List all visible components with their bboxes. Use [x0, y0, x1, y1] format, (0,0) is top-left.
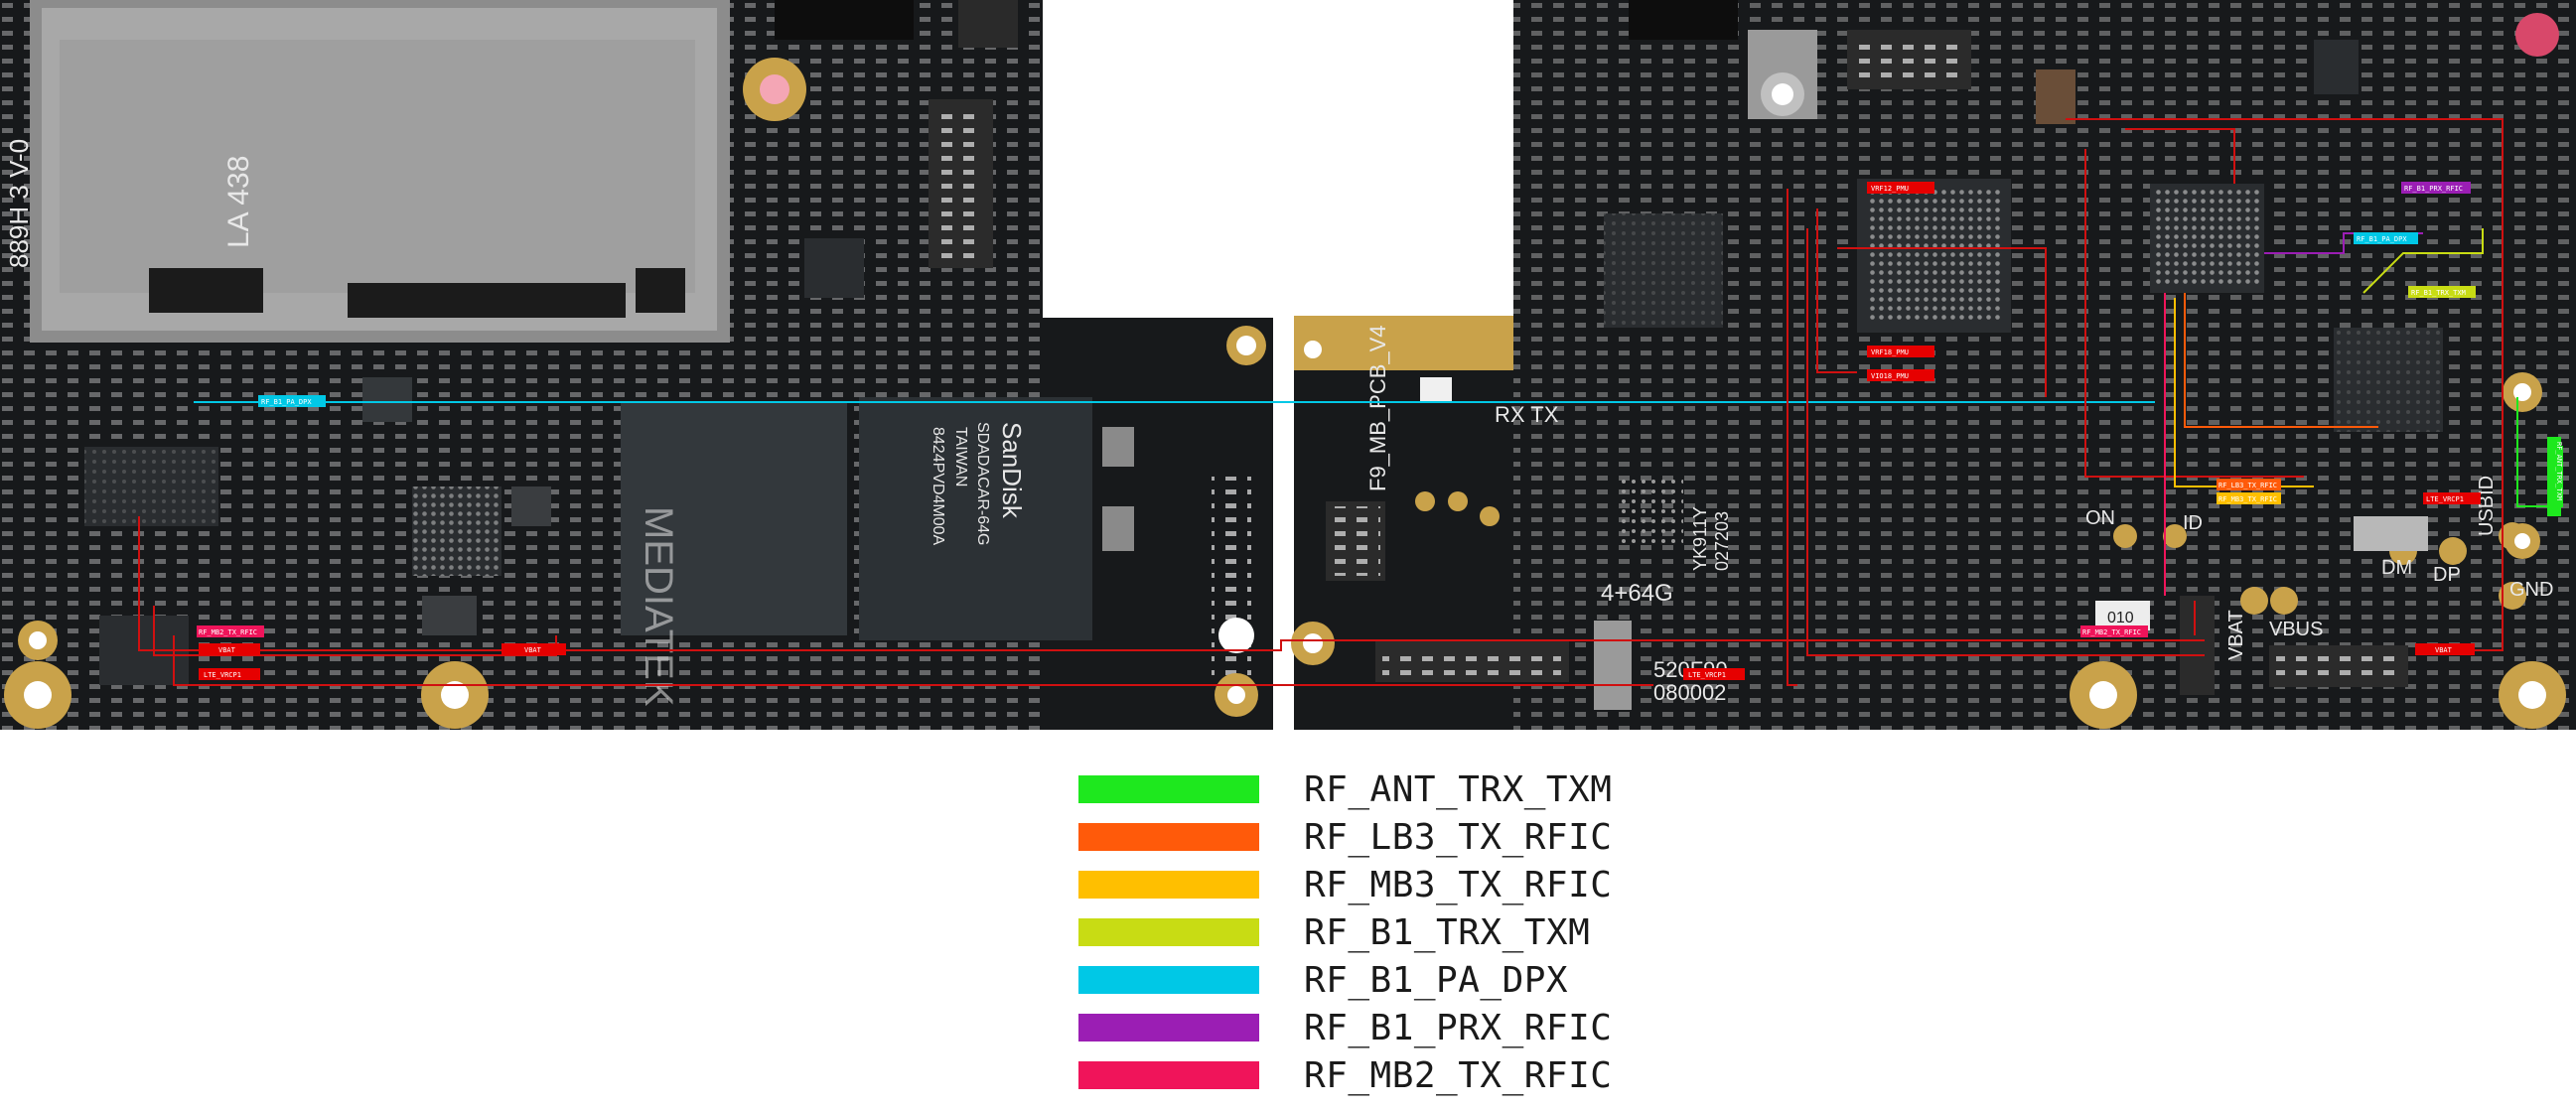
- silk-mem: 4+64G: [1601, 580, 1673, 607]
- tag-vbat-right: VBAT: [2435, 646, 2453, 654]
- legend-item: RF_B1_PA_DPX: [1078, 956, 1635, 1004]
- silk-mtk: MEDIATEK: [637, 506, 680, 707]
- tag-rf-mb2-tx-rfic-left: RF_MB2_TX_RFIC: [199, 628, 257, 636]
- legend-label: RF_MB3_TX_RFIC: [1304, 864, 1613, 905]
- tag-vbat-mid: VBAT: [524, 646, 542, 654]
- tag-rf-b1-pa-dpx-left: RF_B1_PA_DPX: [261, 398, 312, 406]
- silk-gnd: GND: [2509, 579, 2553, 601]
- tag-lte-vrcp1-mid: LTE_VRCP1: [1688, 671, 1726, 679]
- legend-item: RF_B1_TRX_TXM: [1078, 908, 1635, 956]
- sandisk-emmc: [859, 397, 1092, 640]
- silk-chip-brand: SanDisk: [997, 422, 1027, 519]
- legend-label: RF_B1_PRX_RFIC: [1304, 1007, 1613, 1048]
- legend-swatch: [1078, 918, 1259, 946]
- tag-rf-mb2-tx-rfic-right: RF_MB2_TX_RFIC: [2082, 628, 2141, 636]
- tag-lte-vrcp1-right: LTE_VRCP1: [2426, 495, 2464, 503]
- legend-item: RF_ANT_TRX_TXM: [1078, 765, 1635, 813]
- tag-vbat-left: VBAT: [218, 646, 236, 654]
- tag-vrf12-pmu: VRF12_PMU: [1871, 185, 1909, 193]
- tag-vio18-pmu: VIO18_PMU: [1871, 372, 1909, 380]
- silk-010: 010: [2107, 610, 2134, 626]
- legend-swatch: [1078, 823, 1259, 851]
- legend-swatch: [1078, 1061, 1259, 1089]
- legend-item: RF_LB3_TX_RFIC: [1078, 813, 1635, 861]
- tag-rf-b1-prx-rfic: RF_B1_PRX_RFIC: [2404, 185, 2463, 193]
- tag-lte-vrcp1-left: LTE_VRCP1: [204, 671, 241, 679]
- legend-label: RF_B1_TRX_TXM: [1304, 911, 1591, 953]
- legend-item: RF_MB3_TX_RFIC: [1078, 861, 1635, 908]
- tag-rf-mb3-tx-rfic: RF_MB3_TX_RFIC: [2218, 495, 2277, 503]
- legend-swatch: [1078, 775, 1259, 803]
- silk-id: ID: [2183, 512, 2203, 534]
- legend-swatch: [1078, 871, 1259, 899]
- silk-code2: 027203: [1712, 511, 1732, 571]
- legend: RF_ANT_TRX_TXM RF_LB3_TX_RFIC RF_MB3_TX_…: [1078, 765, 1635, 1099]
- legend-swatch: [1078, 1014, 1259, 1042]
- pcb-diagram: 889H 3 V-0 LA 438 SanDisk SDADACAR-64G T…: [0, 0, 2576, 730]
- legend-label: RF_ANT_TRX_TXM: [1304, 768, 1613, 810]
- silk-sim-code: LA 438: [222, 156, 255, 248]
- qr-code: [1619, 477, 1683, 546]
- silk-code1: YK911Y: [1690, 506, 1710, 571]
- net-tags: VRF12_PMU VRF18_PMU VIO18_PMU RF_B1_PRX_…: [197, 182, 2563, 680]
- silk-code4: 080002: [1653, 680, 1726, 705]
- left-board: 889H 3 V-0 LA 438 SanDisk SDADACAR-64G T…: [0, 0, 1273, 730]
- traces: [138, 118, 2563, 686]
- legend-item: RF_MB2_TX_RFIC: [1078, 1051, 1635, 1099]
- silk-rx-tx: RX TX: [1495, 402, 1559, 427]
- legend-swatch: [1078, 966, 1259, 994]
- tag-vrf18-pmu: VRF18_PMU: [1871, 348, 1909, 356]
- silk-chip-lot: 8424PVD4M00A: [930, 427, 946, 546]
- silk-usbid: USBID: [2476, 476, 2498, 536]
- silk-pcb-name: F9_MB_PCB_V4: [1365, 325, 1390, 491]
- silk-on: ON: [2085, 507, 2115, 529]
- silk-vbus: VBUS: [2269, 619, 2323, 640]
- right-board: F9_MB_PCB_V4 RX TX 4+64G YK911Y 027203 5…: [1291, 0, 2576, 730]
- mediatek-soc: [621, 402, 847, 635]
- silk-left-code: 889H 3 V-0: [4, 139, 34, 268]
- legend-label: RF_B1_PA_DPX: [1304, 959, 1569, 1001]
- tag-rf-lb3-tx-rfic: RF_LB3_TX_RFIC: [2218, 482, 2277, 489]
- silk-dp: DP: [2433, 564, 2461, 586]
- tag-rf-b1-trx-txm: RF_B1_TRX_TXM: [2411, 289, 2466, 297]
- tag-rf-ant-trx-txm: RF_ANT_TRX_TXM: [2555, 442, 2563, 500]
- legend-label: RF_LB3_TX_RFIC: [1304, 816, 1613, 858]
- silk-chip-origin: TAIWAN: [952, 427, 969, 486]
- legend-item: RF_B1_PRX_RFIC: [1078, 1004, 1635, 1051]
- silk-dm: DM: [2381, 557, 2412, 579]
- tag-rf-b1-pa-dpx-right: RF_B1_PA_DPX: [2357, 235, 2407, 243]
- silk-vbat: VBAT: [2225, 610, 2247, 660]
- silk-chip-part: SDADACAR-64G: [974, 422, 991, 545]
- legend-label: RF_MB2_TX_RFIC: [1304, 1054, 1613, 1096]
